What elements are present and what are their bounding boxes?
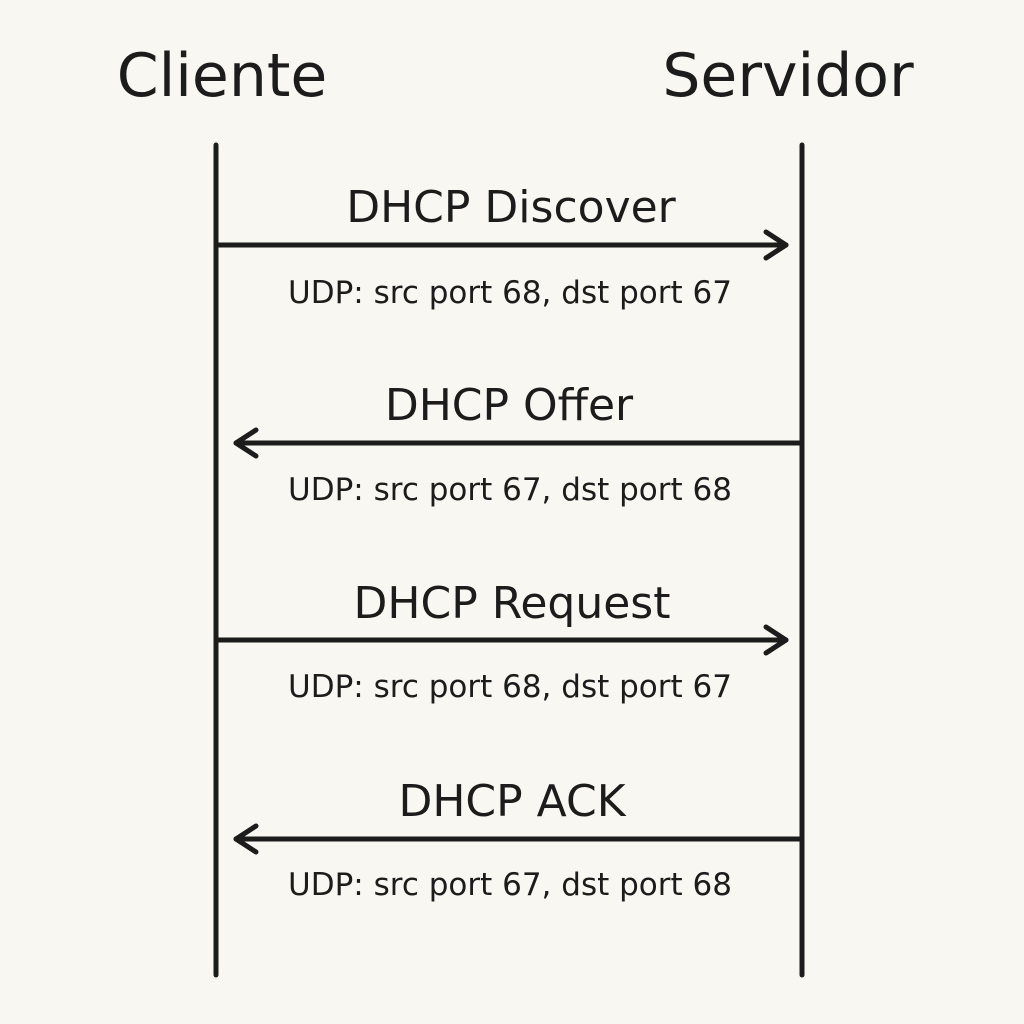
message-detail: UDP: src port 67, dst port 68 — [288, 472, 732, 508]
arrowhead-right-icon — [763, 624, 789, 656]
message-detail: UDP: src port 67, dst port 68 — [288, 867, 732, 903]
participant-client-label: Cliente — [117, 41, 328, 111]
arrowhead-right-icon — [763, 229, 789, 261]
participant-server-label: Servidor — [662, 41, 914, 111]
message-request: DHCP Request UDP: src port 68, dst port … — [215, 578, 789, 705]
message-ack: DHCP ACK UDP: src port 67, dst port 68 — [233, 776, 803, 903]
message-label: DHCP Offer — [385, 380, 634, 431]
message-detail: UDP: src port 68, dst port 67 — [288, 275, 732, 311]
message-detail: UDP: src port 68, dst port 67 — [288, 669, 732, 705]
message-label: DHCP Request — [354, 578, 671, 629]
message-label: DHCP ACK — [398, 776, 626, 827]
message-discover: DHCP Discover UDP: src port 68, dst port… — [215, 182, 789, 311]
message-label: DHCP Discover — [346, 182, 676, 233]
arrowhead-left-icon — [233, 427, 259, 459]
arrowhead-left-icon — [233, 823, 259, 855]
message-offer: DHCP Offer UDP: src port 67, dst port 68 — [233, 380, 803, 508]
